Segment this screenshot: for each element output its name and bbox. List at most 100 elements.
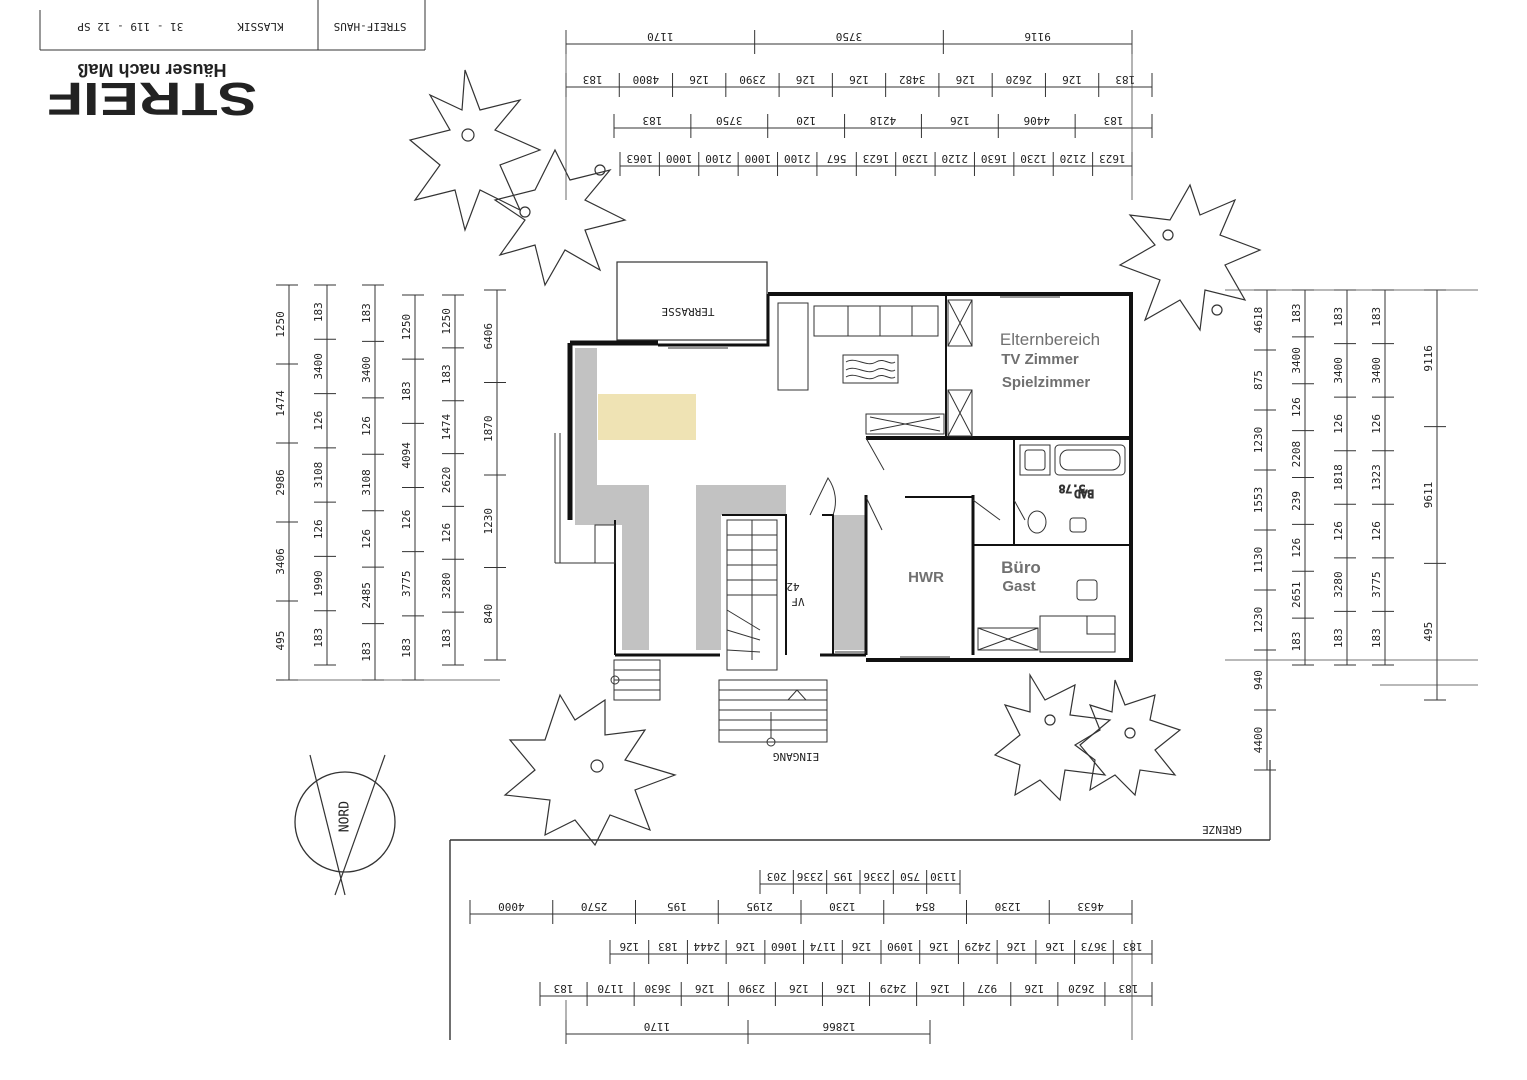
dimension-value: 126 <box>1332 521 1345 541</box>
dimension-value: 4406 <box>1023 114 1050 127</box>
dimension-value: 1170 <box>597 982 624 995</box>
title-block-company: STREIF-HAUS <box>334 20 407 33</box>
dimension-value: 1250 <box>274 311 287 338</box>
dimension-value: 1990 <box>312 570 325 597</box>
dimension-value: 3108 <box>312 462 325 489</box>
dimension-value: 1553 <box>1252 487 1265 514</box>
dimension-value: 3280 <box>440 572 453 599</box>
dimension-value: 126 <box>852 940 872 953</box>
dimension-chain-left6: 6406 1870 1230 840 <box>482 289 506 661</box>
dimension-value: 203 <box>767 870 787 883</box>
dimension-value: 1870 <box>482 416 495 443</box>
dimension-value: 9611 <box>1422 482 1435 509</box>
dimension-value: 3673 <box>1081 940 1108 953</box>
dimension-value: 1230 <box>1252 607 1265 634</box>
dimension-value: 183 <box>1332 628 1345 648</box>
dimension-value: 6406 <box>482 323 495 350</box>
dimension-value: 3750 <box>836 30 863 43</box>
dimension-value: 183 <box>1123 940 1143 953</box>
dimension-value: 126 <box>360 416 373 436</box>
dimension-value: 940 <box>1252 670 1265 690</box>
highlight-area <box>598 394 696 440</box>
room-label-elternbereich: Elternbereich <box>1000 330 1100 349</box>
dimension-value: 126 <box>1024 982 1044 995</box>
dimension-value: 12866 <box>822 1020 855 1033</box>
vf-label: VF <box>791 595 804 608</box>
dimension-value: 2620 <box>1068 982 1095 995</box>
dimension-value: 2390 <box>739 982 766 995</box>
dimension-value: 9116 <box>1422 345 1435 372</box>
grenze-label: GRENZE <box>1202 823 1242 836</box>
dimension-value: 1623 <box>863 152 890 165</box>
dimension-value: 126 <box>1045 940 1065 953</box>
dimension-value: 3775 <box>1370 571 1383 598</box>
dimension-value: 183 <box>1332 307 1345 327</box>
dimension-value: 4618 <box>1252 307 1265 334</box>
dimension-value: 2620 <box>1006 73 1033 86</box>
dimension-value: 1474 <box>440 414 453 441</box>
dimension-value: 1230 <box>995 900 1022 913</box>
dimension-value: 1130 <box>1252 547 1265 574</box>
dimension-value: 126 <box>736 940 756 953</box>
dimension-value: 854 <box>915 900 935 913</box>
dimension-value: 840 <box>482 604 495 624</box>
dimension-value: 2651 <box>1290 581 1303 608</box>
dimension-value: 126 <box>836 982 856 995</box>
dimension-value: 183 <box>400 381 413 401</box>
dimension-value: 183 <box>440 364 453 384</box>
dimension-value: 4218 <box>870 114 897 127</box>
bath-area: 5.78 <box>1059 482 1086 495</box>
dimension-value: 126 <box>619 940 639 953</box>
dimension-value: 183 <box>1370 307 1383 327</box>
dimension-value: 1000 <box>666 152 693 165</box>
dimension-value: 567 <box>827 152 847 165</box>
dimension-value: 2485 <box>360 582 373 609</box>
north-arrow: NORD <box>294 754 396 896</box>
dimension-value: 183 <box>1370 628 1383 648</box>
dimension-value: 2444 <box>693 940 720 953</box>
dimension-value: 195 <box>667 900 687 913</box>
title-block-code: 31 - 119 - 12 SP <box>77 20 183 33</box>
dimension-value: 3400 <box>1290 347 1303 374</box>
dimension-value: 4800 <box>633 73 660 86</box>
dimension-value: 183 <box>360 642 373 662</box>
dimension-value: 1818 <box>1332 464 1345 491</box>
dimension-value: 4400 <box>1252 727 1265 754</box>
dimension-value: 2336 <box>797 870 824 883</box>
dimension-value: 126 <box>956 73 976 86</box>
dimension-value: 3400 <box>360 356 373 383</box>
room-label-gast: Gast <box>1002 578 1035 595</box>
dimension-value: 1230 <box>829 900 856 913</box>
dimension-value: 3400 <box>1332 357 1345 384</box>
dimension-value: 126 <box>1370 414 1383 434</box>
dimension-value: 126 <box>929 940 949 953</box>
logo-wordmark: STREIF <box>47 73 257 125</box>
dimension-value: 3280 <box>1332 571 1345 598</box>
dimension-value: 1170 <box>644 1020 671 1033</box>
dimension-value: 2429 <box>880 982 907 995</box>
dimension-value: 195 <box>833 870 853 883</box>
dimension-value: 126 <box>930 982 950 995</box>
dimension-value: 3108 <box>360 469 373 496</box>
dimension-value: 1170 <box>647 30 674 43</box>
dimension-value: 183 <box>658 940 678 953</box>
dimension-value: 1230 <box>1252 427 1265 454</box>
room-label-spielzimmer: Spielzimmer <box>1002 374 1091 391</box>
dimension-value: 927 <box>977 982 997 995</box>
dimension-value: 183 <box>1290 304 1303 324</box>
dimension-value: 2100 <box>784 152 811 165</box>
dimension-value: 1230 <box>482 508 495 535</box>
dimension-value: 183 <box>1119 982 1139 995</box>
